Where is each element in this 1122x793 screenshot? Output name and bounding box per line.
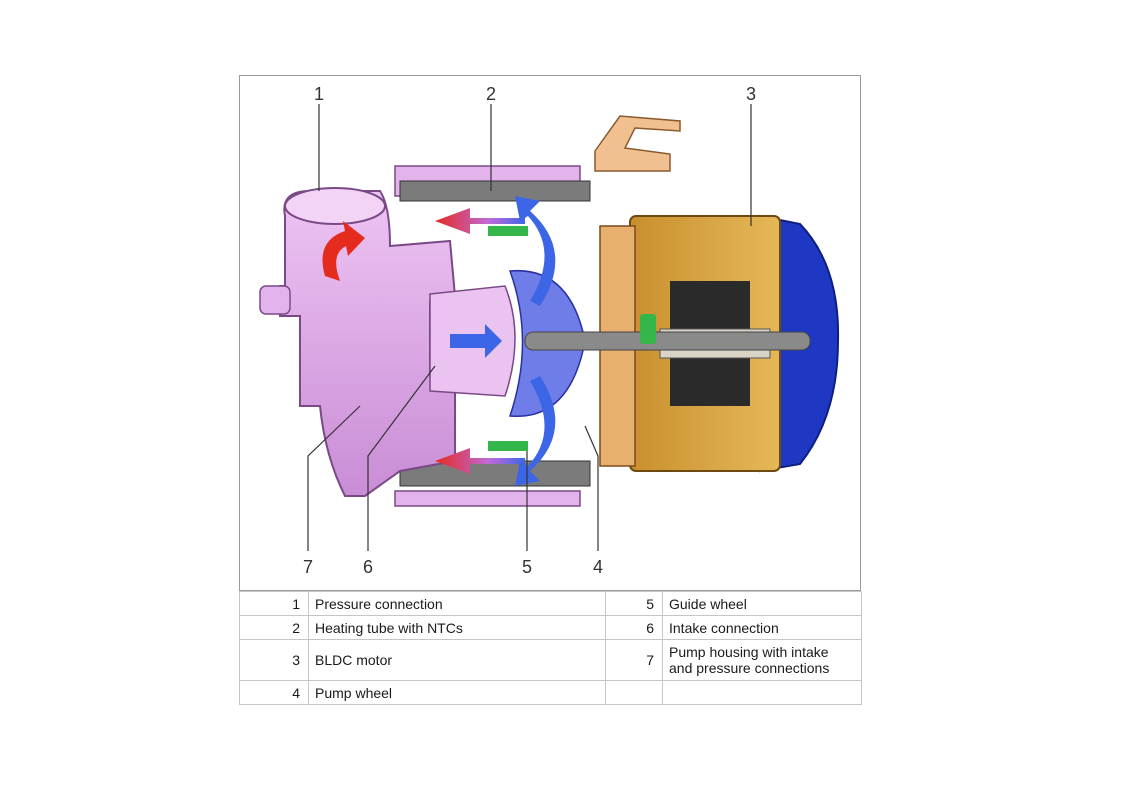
legend-number: 7 xyxy=(605,639,663,681)
flow-arrow-curve-top xyxy=(515,196,556,306)
pump-cutaway-diagram: 1 2 3 7 6 5 4 xyxy=(259,84,840,577)
legend-row: 2 Heating tube with NTCs 6 Intake connec… xyxy=(239,615,862,640)
heating-tube-shell-bottom xyxy=(394,490,581,507)
legend-number: 1 xyxy=(239,591,309,616)
leader-7 xyxy=(307,405,361,551)
callout-7: 7 xyxy=(303,557,313,577)
legend-label: Pressure connection xyxy=(308,591,606,616)
legend-row: 4 Pump wheel xyxy=(239,680,862,705)
callout-5: 5 xyxy=(522,557,532,577)
legend-number: 5 xyxy=(605,591,663,616)
flow-arrow-bottom-out xyxy=(435,448,525,474)
callout-1: 1 xyxy=(314,84,324,104)
legend-label: Pump housing with intake and pressure co… xyxy=(662,639,862,681)
motor-stator-top xyxy=(670,281,750,329)
diagram-frame: 1 2 3 7 6 5 4 xyxy=(239,75,861,591)
legend-row: 3 BLDC motor 7 Pump housing with intake … xyxy=(239,639,862,681)
pressure-connection-stub xyxy=(259,285,291,315)
flow-arrow-intake xyxy=(450,324,502,358)
flow-arrow-top-out xyxy=(435,208,525,234)
callout-6: 6 xyxy=(363,557,373,577)
legend-label: BLDC motor xyxy=(308,639,606,681)
motor-stator-bottom xyxy=(670,358,750,406)
ntc-sensor-motor xyxy=(640,314,656,344)
pump-housing xyxy=(279,190,457,497)
legend-table: 1 Pressure connection 5 Guide wheel 2 He… xyxy=(239,591,862,705)
legend-number: 4 xyxy=(239,680,309,705)
pump-shaft xyxy=(524,331,811,351)
legend-row: 1 Pressure connection 5 Guide wheel xyxy=(239,591,862,616)
legend-number xyxy=(605,680,663,705)
ntc-sensor-bottom xyxy=(488,441,528,451)
legend-label: Intake connection xyxy=(662,615,862,640)
ntc-sensor-top xyxy=(488,226,528,236)
flow-arrow-pressure xyxy=(322,221,365,281)
pressure-connection-opening xyxy=(284,187,386,225)
legend-label: Pump wheel xyxy=(308,680,606,705)
legend-label: Heating tube with NTCs xyxy=(308,615,606,640)
callout-2: 2 xyxy=(486,84,496,104)
legend-label: Guide wheel xyxy=(662,591,862,616)
legend-number: 3 xyxy=(239,639,309,681)
legend-label xyxy=(662,680,862,705)
callout-4: 4 xyxy=(593,557,603,577)
heating-tube-bottom xyxy=(399,460,591,487)
legend-number: 2 xyxy=(239,615,309,640)
legend-number: 6 xyxy=(605,615,663,640)
motor-bracket xyxy=(594,115,681,172)
leader-6 xyxy=(367,365,436,551)
callout-3: 3 xyxy=(746,84,756,104)
leader-4 xyxy=(584,425,599,551)
heating-tube-top xyxy=(399,180,591,202)
flow-arrow-curve-bottom xyxy=(515,376,556,486)
